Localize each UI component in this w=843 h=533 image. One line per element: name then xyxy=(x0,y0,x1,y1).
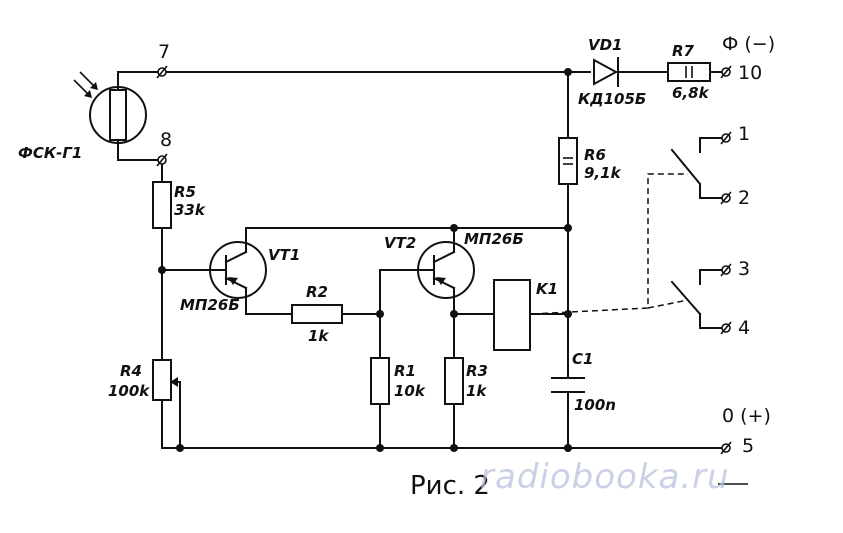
r5-name: R5 xyxy=(174,183,196,201)
r4-value: 100k xyxy=(108,382,150,400)
vt1-name: VT1 xyxy=(268,246,300,264)
r3-value: 1k xyxy=(466,382,487,400)
k1-name: K1 xyxy=(536,280,558,298)
diode-vd1: VD1 КД105Б xyxy=(578,36,646,108)
terminal-2-label: 2 xyxy=(738,187,750,209)
terminal-10-label: 10 xyxy=(738,62,762,84)
r7-value: 6,8k xyxy=(672,84,710,102)
photoresistor-label: ФСК-Г1 xyxy=(18,144,82,162)
r2-name: R2 xyxy=(306,283,328,301)
transistor-vt1: VT1 МП26Б xyxy=(180,241,300,314)
relay-k1: K1 xyxy=(493,279,558,351)
photoresistor-fsk-g1: ФСК-Г1 xyxy=(18,71,147,162)
resistor-r5: R5 33k xyxy=(152,181,206,229)
r3-name: R3 xyxy=(466,362,488,380)
r2-value: 1k xyxy=(308,327,329,345)
watermark: radiobooka.ru xyxy=(480,457,730,497)
capacitor-c1: C1 100n xyxy=(551,350,616,414)
figure-caption: Рис. 2 xyxy=(410,471,490,501)
phase-label: Ф (−) xyxy=(722,33,775,55)
r1-value: 10k xyxy=(394,382,426,400)
r1-name: R1 xyxy=(394,362,416,380)
junctions xyxy=(158,68,572,452)
r6-value: 9,1k xyxy=(584,164,622,182)
c1-value: 100n xyxy=(574,396,616,414)
r4-name: R4 xyxy=(120,362,142,380)
resistor-r3: R3 1k xyxy=(444,357,488,405)
terminal-1-label: 1 xyxy=(738,123,750,145)
transistor-vt2: VT2 МП26Б xyxy=(384,230,524,299)
vt2-type: МП26Б xyxy=(464,230,524,248)
resistor-r2: R2 1k xyxy=(291,283,343,345)
vt1-type: МП26Б xyxy=(180,296,240,314)
terminal-5-label: 5 xyxy=(742,435,754,457)
resistor-r6: R6 9,1k xyxy=(558,137,622,185)
vd1-type: КД105Б xyxy=(578,90,646,108)
zero-label: 0 (+) xyxy=(722,405,771,427)
vd1-name: VD1 xyxy=(588,36,623,54)
relay-contacts xyxy=(531,137,727,329)
r5-value: 33k xyxy=(174,201,206,219)
r7-name: R7 xyxy=(672,42,695,60)
terminal-8-label: 8 xyxy=(160,129,172,151)
vt2-name: VT2 xyxy=(384,234,416,252)
terminal-7-label: 7 xyxy=(158,41,170,63)
resistor-r4: R4 100k xyxy=(108,359,178,401)
resistor-r1: R1 10k xyxy=(370,357,426,405)
c1-name: C1 xyxy=(572,350,593,368)
terminal-3-label: 3 xyxy=(738,258,750,280)
terminal-4-label: 4 xyxy=(738,317,750,339)
terminals: 7 8 10 Ф (−) 1 2 3 4 5 0 (+) xyxy=(156,33,775,457)
resistor-r7: R7 6,8k xyxy=(667,42,711,102)
r6-name: R6 xyxy=(584,146,606,164)
